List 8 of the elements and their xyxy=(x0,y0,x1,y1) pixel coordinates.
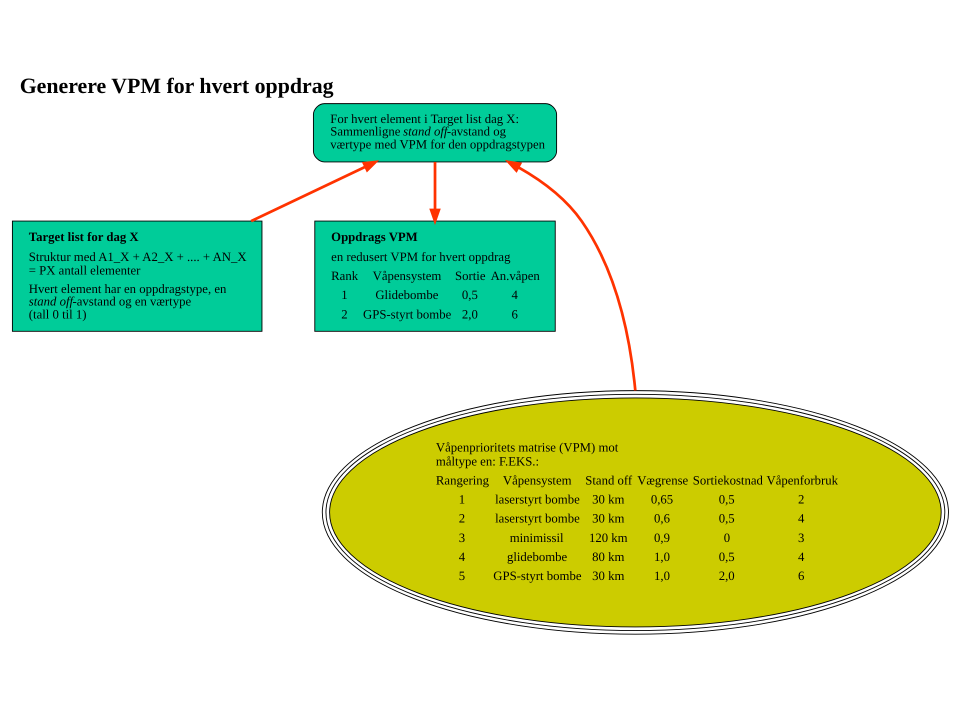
arrow xyxy=(429,162,441,226)
node-box: Oppdrags VPM en redusert VPM for hvert oppdrag Rank Våpensystem Sortie An.våpen 1 Glidebombe 0,5 4 2 GPS-styrt bombe 2,0 6 xyxy=(314,220,556,332)
node-box: Target list for dag X Struktur med A1_X + A2_X + .... + AN_X = PX antall elementer Hvert element har en oppdragstype, en stand off-avstand og en værtype (tall 0 til 1) xyxy=(12,220,262,332)
node-ellipse: Våpenprioritets matrise (VPM) mot måltype en: F.EKS.: Rangering Våpensystem Stand off Vægrense Sortiekostnad Våpenforbruk 1 laserstyrt bombe 30 km 0,65 0,5 2 2 laserstyrt bombe 30 km 0,6 0,5 4 3 minimissil 120 km 0,9 0 3 4 glidebombe 80 km 1,0 0,5 4 5 GPS-styrt bombe 30 km 1,0 2,0 6 xyxy=(322,390,949,635)
node-box: For hvert element i Target list dag X: Sammenligne stand off-avstand og værtype med VPM for den oppdragstypen xyxy=(312,103,558,162)
arrow xyxy=(504,160,637,391)
arrow xyxy=(250,160,380,222)
diagram-title: Generere VPM for hvert oppdrag xyxy=(20,74,334,98)
